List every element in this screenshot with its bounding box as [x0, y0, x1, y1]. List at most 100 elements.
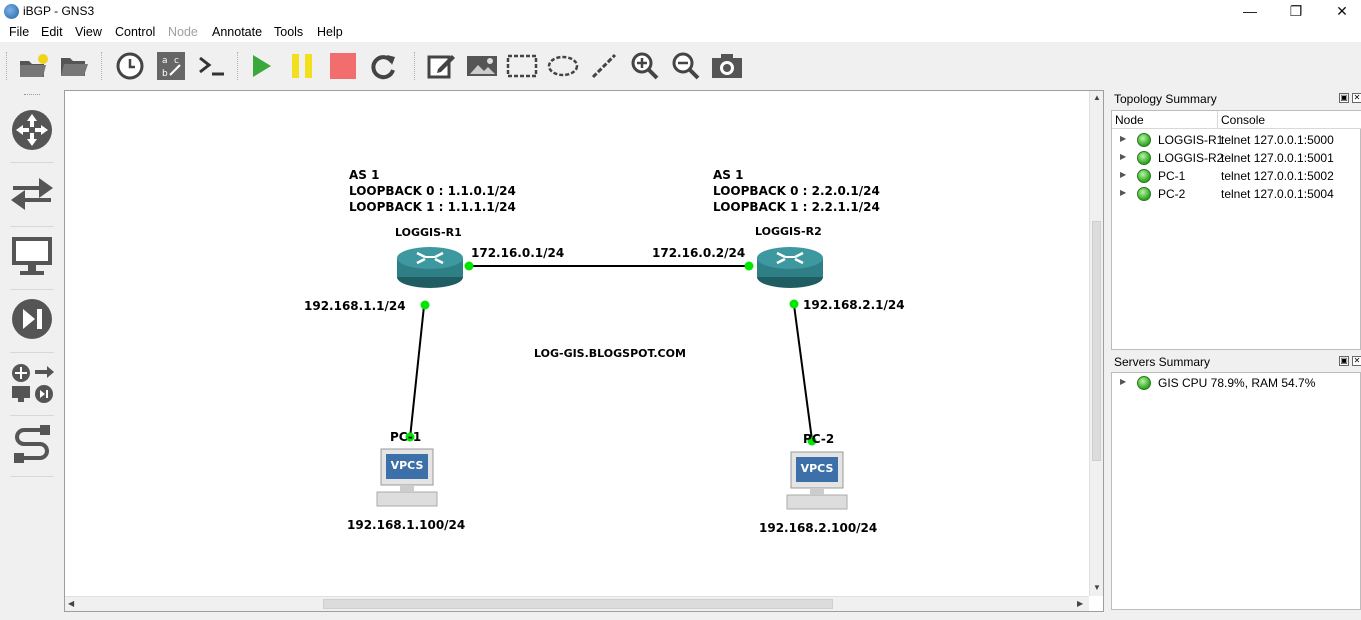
vertical-scroll-thumb[interactable] — [1092, 221, 1101, 461]
topology-row[interactable]: ▶ PC-1 telnet 127.0.0.1:5002 — [1112, 167, 1360, 185]
server-row[interactable]: ▶ GIS CPU 78.9%, RAM 54.7% — [1112, 374, 1360, 392]
servers-summary-panel: Servers Summary ▣ ✕ ▶ GIS CPU 78.9%, RAM… — [1109, 353, 1361, 612]
topology-row[interactable]: ▶ LOGGIS-R1 telnet 127.0.0.1:5000 — [1112, 131, 1360, 149]
snapshot-button[interactable] — [113, 49, 147, 83]
reload-icon — [371, 55, 395, 80]
loopback1-left-label[interactable]: LOOPBACK 1 : 1.1.1.1/24 — [349, 200, 516, 214]
menu-help[interactable]: Help — [317, 25, 343, 39]
pc2-name[interactable]: PC-2 — [803, 432, 835, 446]
scroll-down-icon[interactable]: ▼ — [1093, 583, 1101, 592]
as-left-label[interactable]: AS 1 — [349, 168, 380, 182]
screenshot-button[interactable] — [710, 49, 744, 83]
console-all-button[interactable] — [195, 49, 229, 83]
camera-icon — [712, 54, 742, 78]
r1-lan-ip-label[interactable]: 192.168.1.1/24 — [304, 299, 406, 313]
stop-icon — [330, 53, 356, 79]
menu-file[interactable]: File — [9, 25, 30, 39]
zoom-in-button[interactable] — [628, 49, 662, 83]
canvas-horizontal-scrollbar[interactable]: ◀ ▶ — [65, 596, 1089, 611]
expand-arrow-icon[interactable]: ▶ — [1120, 152, 1127, 161]
canvas-vertical-scrollbar[interactable]: ▲ ▼ — [1089, 91, 1103, 596]
browse-routers-button[interactable] — [6, 104, 58, 156]
panel-close-icon[interactable]: ✕ — [1352, 356, 1361, 366]
draw-ellipse-button[interactable] — [546, 49, 580, 83]
loopback1-right-label[interactable]: LOOPBACK 1 : 2.2.1.1/24 — [713, 200, 880, 214]
column-header-node[interactable]: Node — [1112, 111, 1218, 129]
reload-all-button[interactable] — [367, 49, 401, 83]
menu-annotate[interactable]: Annotate — [212, 25, 263, 39]
suspend-all-button[interactable] — [285, 49, 319, 83]
scroll-left-icon[interactable]: ◀ — [68, 599, 75, 608]
topology-summary-title: Topology Summary — [1114, 92, 1217, 106]
add-note-button[interactable] — [424, 49, 458, 83]
picture-icon — [467, 56, 497, 76]
as-right-label[interactable]: AS 1 — [713, 168, 744, 182]
pc2-ip-label[interactable]: 192.168.2.100/24 — [759, 521, 878, 535]
r2-link-ip-label[interactable]: 172.16.0.2/24 — [652, 246, 746, 260]
draw-rectangle-button[interactable] — [505, 49, 539, 83]
undock-icon[interactable]: ▣ — [1339, 93, 1349, 103]
router-r2-name[interactable]: LOGGIS-R2 — [755, 225, 822, 238]
open-project-button[interactable] — [57, 49, 91, 83]
scroll-right-icon[interactable]: ▶ — [1077, 599, 1084, 608]
topology-canvas-frame: VPCS VPCS AS 1 LOOPBACK 0 : 1.1.0.1/24 L… — [64, 90, 1104, 612]
close-button[interactable]: ✕ — [1336, 3, 1348, 19]
browse-all-devices-button[interactable] — [6, 356, 58, 408]
insert-picture-button[interactable] — [465, 49, 499, 83]
topology-row[interactable]: ▶ LOGGIS-R2 telnet 127.0.0.1:5001 — [1112, 149, 1360, 167]
topology-row[interactable]: ▶ PC-2 telnet 127.0.0.1:5004 — [1112, 185, 1360, 203]
start-all-button[interactable] — [244, 49, 278, 83]
expand-arrow-icon[interactable]: ▶ — [1120, 188, 1127, 197]
topology-canvas[interactable]: VPCS VPCS AS 1 LOOPBACK 0 : 1.1.0.1/24 L… — [65, 91, 1089, 596]
column-header-console[interactable]: Console — [1218, 111, 1361, 129]
pc2-icon[interactable]: VPCS — [782, 451, 852, 513]
browse-security-devices-button[interactable] — [6, 293, 58, 345]
browse-switches-button[interactable] — [6, 167, 58, 219]
restore-button[interactable]: ❐ — [1289, 3, 1303, 19]
node-console: telnet 127.0.0.1:5002 — [1221, 169, 1334, 183]
link-r2-pc2[interactable] — [793, 304, 813, 441]
menu-edit[interactable]: Edit — [41, 25, 63, 39]
expand-arrow-icon[interactable]: ▶ — [1120, 134, 1127, 143]
r1-link-ip-label[interactable]: 172.16.0.1/24 — [471, 246, 565, 260]
add-link-button[interactable] — [6, 419, 58, 471]
minimize-button[interactable]: — — [1243, 3, 1257, 19]
menu-bar: File Edit View Control Node Annotate Too… — [0, 23, 1361, 42]
router-r1-name[interactable]: LOGGIS-R1 — [395, 226, 462, 239]
node-name: PC-1 — [1158, 169, 1186, 183]
stop-all-button[interactable] — [326, 49, 360, 83]
expand-arrow-icon[interactable]: ▶ — [1120, 170, 1127, 179]
menu-node[interactable]: Node — [168, 25, 198, 39]
toolbar-grip — [237, 52, 240, 80]
zoom-out-icon — [672, 52, 700, 80]
loopback0-right-label[interactable]: LOOPBACK 0 : 2.2.0.1/24 — [713, 184, 880, 198]
panel-close-icon[interactable]: ✕ — [1352, 93, 1361, 103]
pc1-ip-label[interactable]: 192.168.1.100/24 — [347, 518, 466, 532]
undock-icon[interactable]: ▣ — [1339, 356, 1349, 366]
loopback0-left-label[interactable]: LOOPBACK 0 : 1.1.0.1/24 — [349, 184, 516, 198]
menu-control[interactable]: Control — [115, 25, 156, 39]
zoom-out-button[interactable] — [669, 49, 703, 83]
expand-arrow-icon[interactable]: ▶ — [1120, 377, 1127, 386]
horizontal-scroll-thumb[interactable] — [323, 599, 833, 609]
browse-end-devices-button[interactable] — [6, 230, 58, 282]
router-r1-icon[interactable] — [395, 244, 465, 290]
r2-lan-ip-label[interactable]: 192.168.2.1/24 — [803, 298, 905, 312]
menu-view[interactable]: View — [75, 25, 102, 39]
dock-separator — [10, 415, 54, 416]
link-r1-pc1[interactable] — [409, 305, 425, 439]
new-project-button[interactable] — [16, 49, 50, 83]
switch-category-icon — [11, 178, 53, 210]
servers-summary-list: ▶ GIS CPU 78.9%, RAM 54.7% — [1111, 372, 1361, 610]
pc1-name[interactable]: PC-1 — [390, 430, 422, 444]
blog-note-label[interactable]: LOG-GIS.BLOGSPOT.COM — [534, 347, 686, 360]
scroll-up-icon[interactable]: ▲ — [1093, 93, 1101, 102]
dock-separator — [10, 476, 54, 477]
draw-line-button[interactable] — [587, 49, 621, 83]
pc1-icon[interactable]: VPCS — [372, 448, 442, 510]
pc1-icon-text: VPCS — [390, 459, 424, 472]
menu-tools[interactable]: Tools — [274, 25, 304, 39]
router-r2-icon[interactable] — [755, 244, 825, 290]
status-started-icon — [1137, 187, 1151, 201]
